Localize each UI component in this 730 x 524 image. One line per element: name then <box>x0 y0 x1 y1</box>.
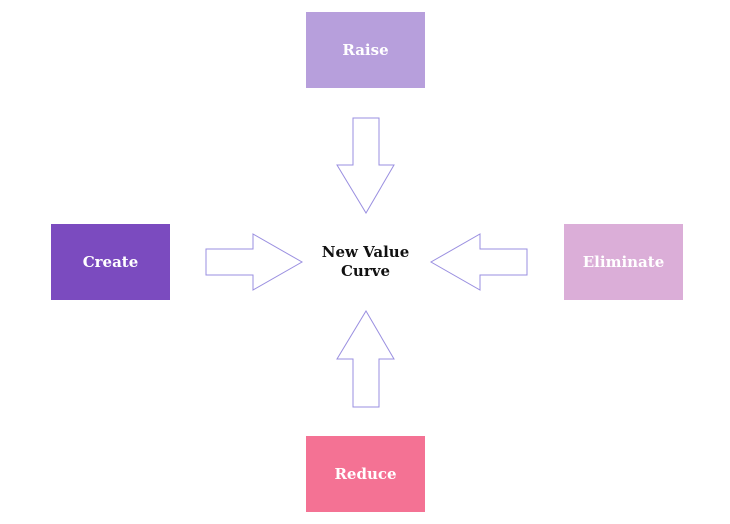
arrow-right-icon <box>205 233 304 291</box>
eliminate-label: Eliminate <box>582 253 665 271</box>
reduce-box: Reduce <box>306 436 425 512</box>
arrow-down-icon <box>336 117 395 214</box>
new-value-curve-label: New Value Curve <box>306 243 425 281</box>
arrow-up-icon <box>336 310 395 408</box>
eliminate-box: Eliminate <box>564 224 683 300</box>
raise-box: Raise <box>306 12 425 88</box>
reduce-label: Reduce <box>334 465 397 483</box>
raise-label: Raise <box>342 41 389 59</box>
create-label: Create <box>82 253 139 271</box>
arrow-left-icon <box>429 233 528 291</box>
create-box: Create <box>51 224 170 300</box>
center-label-line1: New Value <box>321 243 410 261</box>
center-label-line2: Curve <box>340 262 390 280</box>
